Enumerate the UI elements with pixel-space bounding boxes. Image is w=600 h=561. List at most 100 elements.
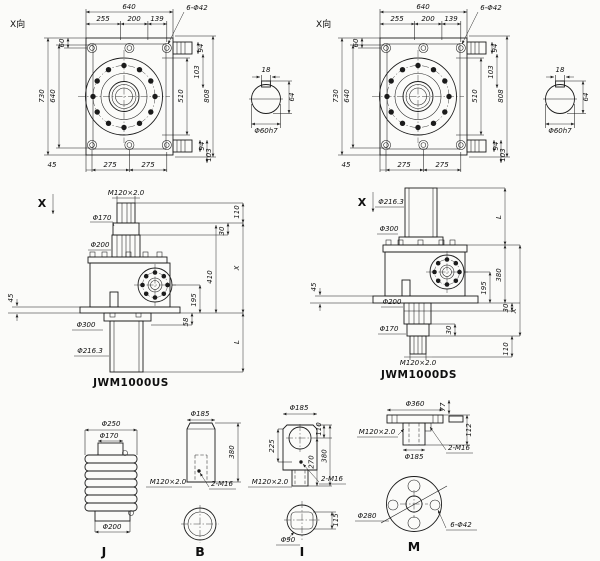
- dim-tab-a: 94: [491, 44, 499, 53]
- view-plan-left: X向 640 255 200 139 6-Φ42 730 640 60 510: [10, 3, 296, 172]
- dim-hole-offset: 110: [315, 422, 323, 436]
- clevis-stem: [291, 469, 309, 487]
- dim-top-a: 255: [390, 15, 404, 23]
- dim-key-width: 18: [556, 66, 565, 74]
- bellows-bottom-collar: [94, 510, 131, 522]
- dim-tube-dia: Φ216.3: [77, 347, 103, 355]
- dim-tab-a: 94: [197, 44, 205, 53]
- dim-holes: 2-M16: [211, 480, 233, 488]
- dim-bottom-a: 45: [342, 161, 351, 169]
- dim-left-offset: 60: [352, 38, 360, 47]
- dim-dia: Φ185: [191, 410, 210, 418]
- dim-screw-dia: Φ170: [380, 325, 399, 333]
- dim-flange-dia: Φ360: [406, 400, 425, 408]
- guide-shell: [403, 302, 432, 325]
- dim-key-width: 18: [262, 66, 271, 74]
- dim-left-offset: 60: [58, 38, 66, 47]
- dim-body: 410: [206, 270, 214, 284]
- dim-boss-dia: Φ185: [405, 453, 424, 461]
- dim-thread: M120×2.0: [150, 478, 187, 486]
- dim-bottom-c: 275: [435, 161, 449, 169]
- dim-tube-dia: Φ216.3: [378, 198, 404, 206]
- screw-collar: [406, 323, 430, 337]
- dim-top-b: 200: [421, 15, 435, 23]
- view-section-b: Φ185 380 M120×2.0 2-M16 B: [146, 410, 241, 559]
- dim-bellows-od: Φ250: [102, 420, 121, 428]
- mounting-tabs: [466, 41, 487, 153]
- dim-thread: M120×2.0: [359, 428, 396, 436]
- dim-flats: 115: [332, 513, 340, 527]
- screw-collar: [112, 222, 140, 236]
- dim-shaft: Φ90: [281, 536, 296, 544]
- dim-bottom-collar: Φ200: [103, 523, 122, 531]
- dim-holes: 2-M16: [321, 475, 343, 483]
- dim-lower: 270: [308, 455, 316, 469]
- view-jwm1000ds: X Φ216.3 Φ300 M120×2.0 Φ200 Φ170 45 L 38…: [310, 187, 522, 381]
- dim-closed-height: X: [233, 265, 241, 271]
- dim-protrusion: 110: [233, 205, 241, 219]
- dim-left-inner: 640: [49, 89, 57, 103]
- dim-tab-b2: 103: [499, 148, 507, 161]
- dim-tab-b2: 103: [205, 148, 213, 161]
- dim-hole-callout: 6-Φ42: [186, 4, 208, 12]
- view-plan-right: X向 640 255 200 139 6-Φ42 730 640 60 510 …: [316, 3, 590, 172]
- corner-bolts: [87, 43, 172, 150]
- view-section-m: Φ360 77 112 M120×2.0 Φ185 2-M16 Φ280 6-Φ…: [355, 400, 477, 554]
- dim-tab-a2: 94: [198, 142, 206, 151]
- view-section-i: Φ185 110 225 270 380 M120×2.0 2-M16 115 …: [248, 404, 346, 559]
- dim-right-inner: 510: [471, 89, 479, 103]
- shaft-section-right: 18 64 Φ60h7: [543, 66, 590, 135]
- flange-circle: [85, 57, 163, 136]
- view-jwm1000us: X M120×2.0 Φ170 Φ200 Φ300 Φ216.3 45 110 …: [7, 189, 245, 389]
- dim-tab-a2: 94: [492, 142, 500, 151]
- dim-left-outer: 730: [332, 89, 340, 103]
- dim-step: 30: [502, 303, 510, 312]
- dim-neck: Φ170: [100, 432, 119, 440]
- model-label-us: JWM1000US: [92, 377, 169, 389]
- dim-hole-callout: 6-Φ42: [480, 4, 502, 12]
- dim-right-total: 808: [497, 89, 505, 103]
- dim-axis: 195: [190, 293, 198, 307]
- top-flange: [382, 244, 468, 253]
- protection-tube: [109, 320, 144, 373]
- dim-body: 380: [495, 268, 503, 282]
- bellows-top-collar: [97, 442, 124, 456]
- flange-plate-section: [386, 414, 444, 424]
- dim-base: 45: [7, 293, 15, 302]
- dim-height: 380: [321, 449, 329, 463]
- dim-bottom-c: 275: [141, 161, 155, 169]
- dim-shaft-dia: Φ60h7: [548, 127, 572, 135]
- flange-bottom-view: [386, 476, 442, 532]
- flange-circle: [379, 57, 457, 136]
- gearbox-housing: [89, 262, 171, 308]
- mounting-tabs: [172, 41, 193, 153]
- dim-height: 112: [465, 423, 473, 437]
- dim-bottom-b: 275: [397, 161, 411, 169]
- bellows-ridges: [84, 454, 138, 512]
- dim-top-a: 255: [96, 15, 110, 23]
- dim-width-total: 640: [122, 3, 136, 11]
- section-letter-b: B: [195, 544, 205, 559]
- dim-height: 380: [228, 445, 236, 459]
- dim-shell-dia: Φ200: [91, 241, 110, 249]
- dim-holes: 2-M16: [448, 444, 470, 452]
- top-flange: [87, 256, 168, 264]
- protection-tube: [404, 187, 438, 238]
- dim-base: 45: [310, 282, 318, 291]
- corner-bolts: [381, 43, 466, 150]
- dim-travel: L: [233, 340, 241, 344]
- dim-collar: 30: [218, 226, 226, 235]
- dim-tab-b: 103: [193, 65, 201, 78]
- dim-protrusion: 110: [502, 342, 510, 356]
- section-marker: X: [38, 197, 47, 210]
- dim-ring-dia: Φ300: [380, 225, 399, 233]
- dim-axis: 195: [480, 281, 488, 295]
- dim-width-total: 640: [416, 3, 430, 11]
- flange-bolts: [384, 62, 452, 131]
- dim-bolt-holes: 6-Φ42: [450, 521, 472, 529]
- end-fitting-body: [186, 422, 216, 483]
- dim-thread: M120×2.0: [252, 478, 289, 486]
- dim-rim: 77: [439, 402, 447, 411]
